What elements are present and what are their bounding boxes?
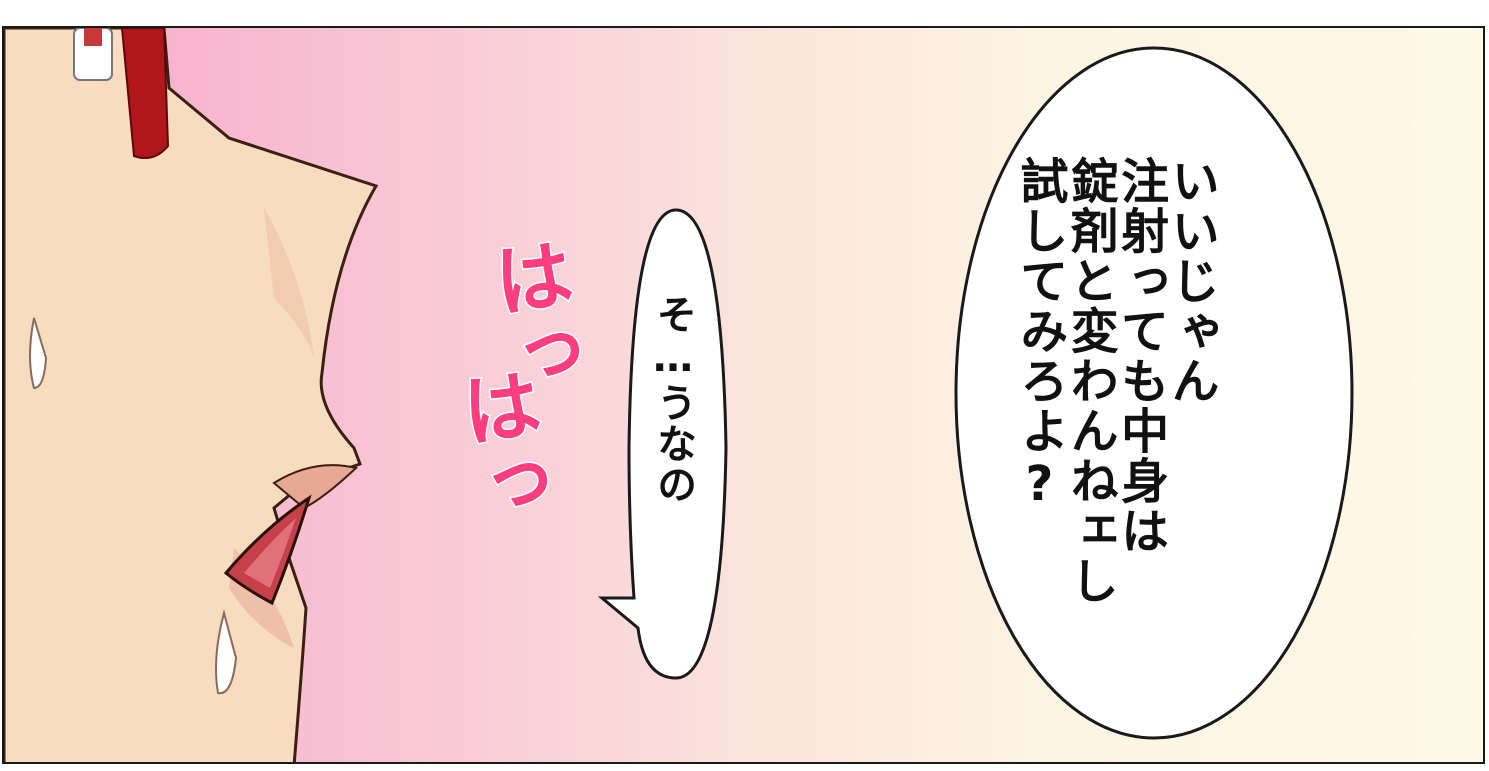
speech-text-small: そ…うなの bbox=[650, 294, 696, 505]
sfx-gasp-2: はっ bbox=[443, 361, 557, 531]
hair-clip bbox=[73, 28, 113, 81]
speech-bubble-small bbox=[597, 208, 728, 680]
speech-bubble-large bbox=[954, 46, 1354, 740]
panel-artwork bbox=[4, 28, 1354, 762]
hair-strand bbox=[120, 28, 170, 159]
sweat-drop-2 bbox=[215, 609, 238, 695]
manga-panel: はっ はっ そ…うなの いいじゃん 注射っても中身は 錠剤と変わんねェし 試して… bbox=[2, 26, 1485, 764]
upper-lip bbox=[272, 464, 359, 510]
speech-text-large: いいじゃん 注射っても中身は 錠剤と変わんねェし 試してみろよ? bbox=[1011, 156, 1219, 606]
face-profile bbox=[4, 28, 379, 762]
sweat-drop-1 bbox=[29, 317, 48, 390]
